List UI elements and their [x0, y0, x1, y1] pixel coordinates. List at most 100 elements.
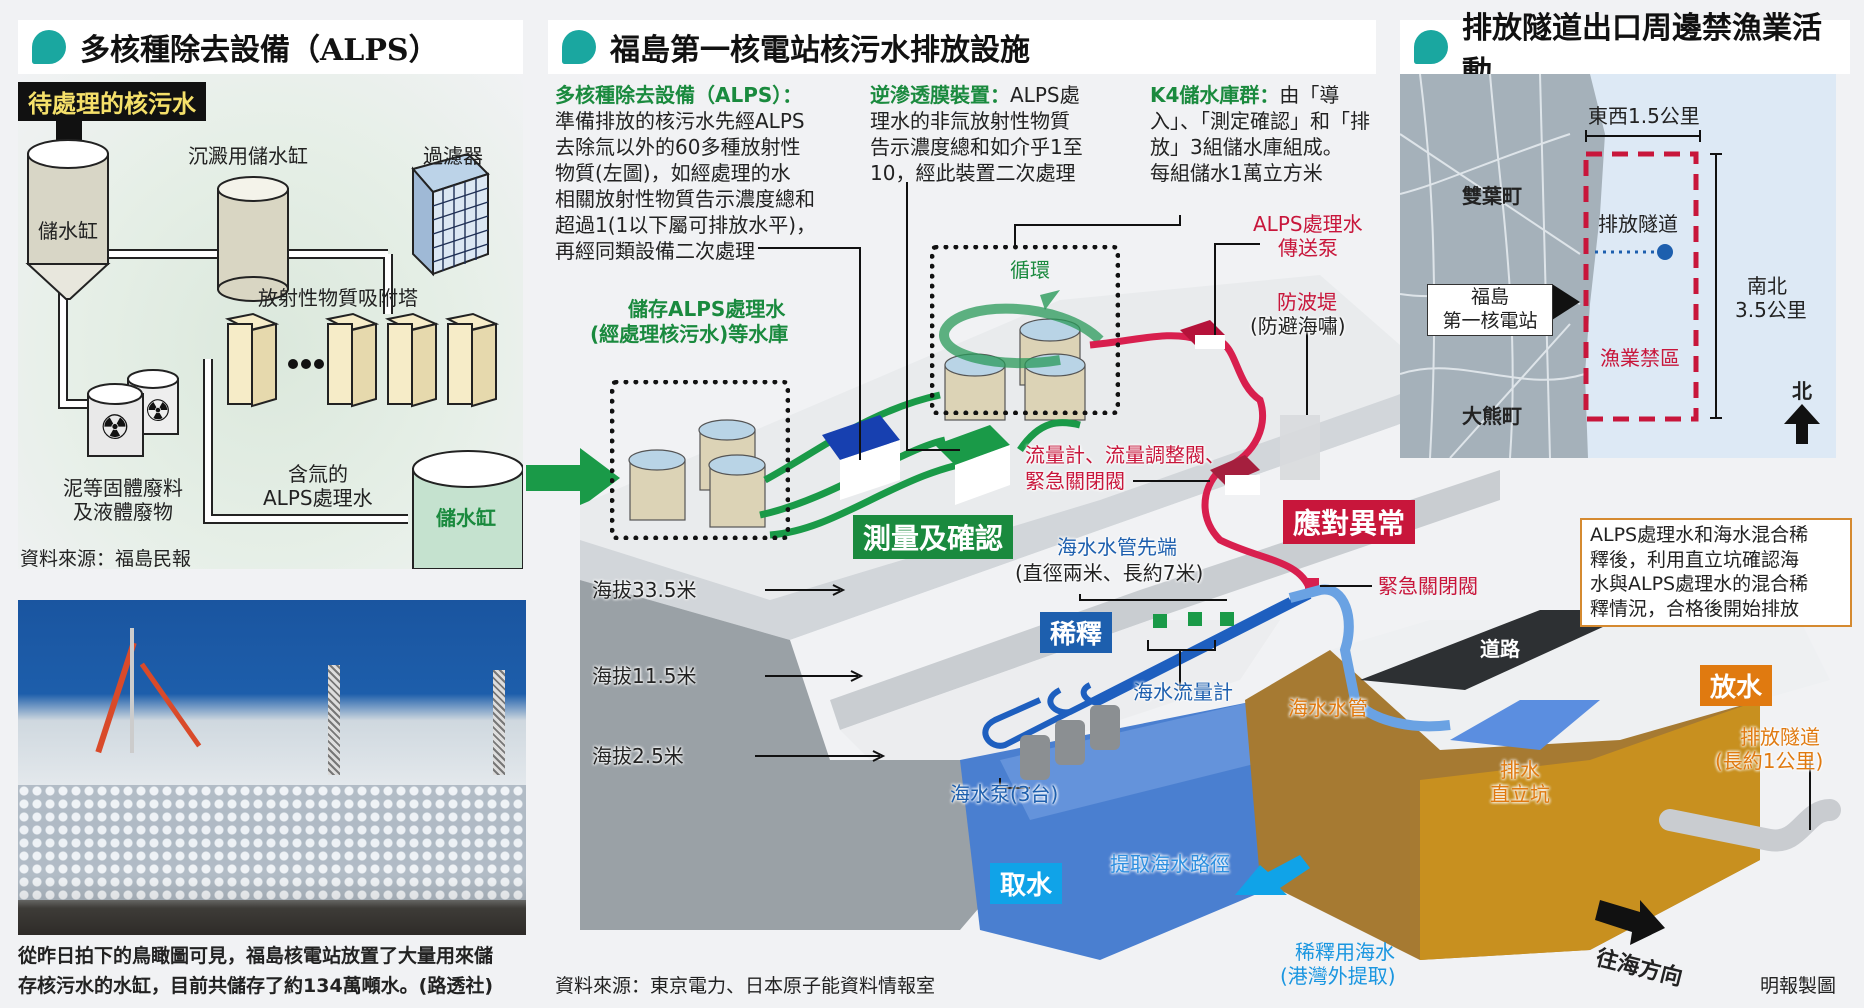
speech-bubble-icon: [562, 30, 596, 64]
no-fishing-zone: [1583, 151, 1699, 422]
emergency-valve-label: 緊急關閉閥: [1378, 574, 1478, 598]
intake-path-label: 提取海水路徑: [1110, 852, 1230, 876]
tunnel-label-1: 排放隧道: [1740, 725, 1820, 749]
note-k4-heading: K4儲水庫群：: [1150, 83, 1280, 107]
radioactive-waste-drums: ☢ ☢: [87, 369, 179, 457]
storage-tank-top: [25, 139, 111, 300]
note-ro-line: 10，經此裝置二次處理: [870, 161, 1076, 185]
input-label: 待處理的核污水: [18, 82, 206, 121]
seawall: [1280, 415, 1320, 480]
note-k4-line: 由「導: [1279, 83, 1340, 107]
pipe-head-label-2: (直徑兩米、長約7米): [1015, 561, 1204, 585]
discharge-tunnel-pipe: [1659, 799, 1841, 852]
intake-arrow-icon: [1235, 855, 1310, 895]
dilution-water-label-2: (港灣外提取): [1280, 964, 1396, 988]
plant-label-2: 第一核電站: [1442, 309, 1538, 332]
altitude-33-label: 海拔33.5米: [592, 578, 697, 602]
map-svg: [1400, 74, 1820, 458]
pipe-head-label-1: 海水水管先端: [1057, 535, 1177, 559]
note-ro-line: 理水的非氚放射性物質: [870, 109, 1070, 133]
note-ro-heading: 逆滲透膜裝置：: [870, 83, 1010, 107]
seawater-pipes: [982, 593, 1312, 749]
settling-tank-label: 沉澱用儲水缸: [188, 144, 308, 168]
note-alps-heading: 多核種除去設備（ALPS）：: [555, 83, 803, 107]
seawater-pumps: [1020, 705, 1120, 780]
note-k4-line: 入」、「測定確認」和「排: [1150, 109, 1370, 133]
storage-tank-top-label: 儲水缸: [38, 219, 98, 243]
waste-label-1: 泥等固體廢料: [63, 476, 183, 500]
credit: 明報製圖: [1760, 975, 1837, 997]
intake-basin: [960, 700, 1290, 960]
tritium-label-1: 含氚的: [288, 462, 348, 486]
flow-valves-label-1: 流量計、流量調整閥、: [1025, 443, 1225, 467]
no-fishing-label: 漁業禁區: [1600, 346, 1680, 370]
okuma-label: 大熊町: [1462, 404, 1522, 428]
photo-caption-1: 從昨日拍下的鳥瞰圖可見，福島核電站放置了大量用來儲: [18, 945, 494, 967]
alps-title-text: 多核種除去設備（ALPS）: [80, 33, 439, 68]
facility-source: 資料來源：東京電力、日本原子能資料情報室: [555, 975, 936, 997]
stage-abnormal-tag: 應對異常: [1283, 500, 1416, 544]
storage-group-box: [610, 380, 790, 540]
mixing-note-line: ALPS處理水和海水混合稀: [1590, 524, 1809, 546]
filter-cube: [411, 152, 490, 277]
seawater-pump-label: 海水泵(3台): [950, 782, 1059, 806]
altitude-11-label: 海拔11.5米: [592, 664, 697, 688]
stage-dilute-tag: 稀釋: [1040, 612, 1113, 653]
map: 雙葉町 大熊町 東西1.5公里 排放隧道 漁業禁區 南北 3.5公里 北 福島 …: [1400, 74, 1836, 458]
land: [1400, 74, 1605, 458]
circulation-label: 循環: [1010, 258, 1050, 282]
dilution-water-label-1: 稀釋用海水: [1295, 940, 1395, 964]
note-k4-line: 每組儲水1萬立方米: [1150, 161, 1323, 185]
storage-tank-bottom: [412, 450, 523, 569]
note-alps-line: 物質(左圖)，如經處理的水: [555, 161, 791, 185]
to-sea-label: 往海方向: [1593, 945, 1685, 992]
adsorption-towers: [224, 312, 500, 408]
alps-diagram-svg: ☢ ☢: [25, 114, 523, 569]
seawall-label-2: (防避海嘯): [1250, 314, 1346, 338]
transfer-pump: [1180, 320, 1225, 349]
ns-label-2: 3.5公里: [1735, 298, 1807, 322]
note-alps-line: 去除氚以外的60多種放射性: [555, 135, 801, 159]
mixing-note-line: 釋後，利用直立坑確認海: [1590, 548, 1800, 571]
note-alps-line: 超過1(1以下屬可排放水平)，: [555, 213, 817, 237]
note-alps: 多核種除去設備（ALPS）： 準備排放的核污水先經ALPS 去除氚以外的60多種…: [555, 82, 825, 264]
roads: [1400, 74, 1586, 458]
altitude-2-label: 海拔2.5米: [592, 744, 684, 768]
flow-valves-label-2: 緊急關閉閥: [1025, 469, 1125, 493]
plant-aerial-photo: [18, 600, 526, 935]
note-ro-line: 告示濃度總和如介乎1至: [870, 135, 1083, 159]
tunnel-outlet-icon: [1657, 244, 1673, 260]
ellipsis-dots: [288, 359, 324, 369]
note-k4: K4儲水庫群：由「導 入」、「測定確認」和「排 放」3組儲水庫組成。 每組儲水1…: [1150, 82, 1380, 186]
tank-field: [18, 785, 526, 900]
measure-building: [935, 425, 1010, 505]
seawall-label-1: 防波堤: [1277, 290, 1337, 314]
shaft-label-1: 排水: [1500, 758, 1540, 782]
flow-arrow-icon: [526, 448, 620, 508]
map-title-text: 排放隧道出口周邊禁漁業活動: [1462, 11, 1822, 90]
ew-label: 東西1.5公里: [1588, 104, 1700, 128]
map-panel-title: 排放隧道出口周邊禁漁業活動: [1400, 11, 1850, 90]
note-alps-line: 相關放射性物質告示濃度總和: [555, 187, 815, 211]
tritium-label-2: ALPS處理水: [263, 486, 373, 510]
ro-building: [822, 415, 900, 500]
note-ro-line: ALPS處: [1010, 83, 1080, 107]
photo-caption-2: 存核污水的水缸，目前共儲存了約134萬噸水。(路透社): [18, 975, 494, 997]
seawater-pipe-label: 海水水管: [1288, 696, 1368, 720]
radiation-icon: ☢: [145, 394, 172, 429]
north-arrow-icon: [1784, 404, 1820, 444]
to-sea-arrow-icon: [1595, 900, 1665, 945]
note-k4-line: 放」3組儲水庫組成。: [1150, 135, 1343, 159]
plant-callout: 福島 第一核電站: [1427, 284, 1553, 336]
transfer-pump-label-2: 傳送泵: [1278, 236, 1338, 260]
mixing-note-box: ALPS處理水和海水混合稀 釋後，利用直立坑確認海 水與ALPS處理水的混合稀 …: [1580, 518, 1852, 627]
plant-pointer-icon: [1552, 284, 1580, 320]
tunnel-label: 排放隧道: [1598, 212, 1678, 236]
emergency-valve: [1305, 578, 1319, 594]
storage-label-1: 儲存ALPS處理水: [628, 297, 786, 321]
alps-diagram: ☢ ☢ 待處理的核污水 儲水缸 沉澱用儲水缸 過濾器 放射性物質吸附塔 泥等固體…: [18, 74, 523, 569]
circulation-group-box: [930, 245, 1120, 415]
note-ro: 逆滲透膜裝置：ALPS處 理水的非氚放射性物質 告示濃度總和如介乎1至 10，經…: [870, 82, 1100, 186]
crane-2: [130, 628, 134, 753]
road-label: 道路: [1480, 637, 1520, 661]
